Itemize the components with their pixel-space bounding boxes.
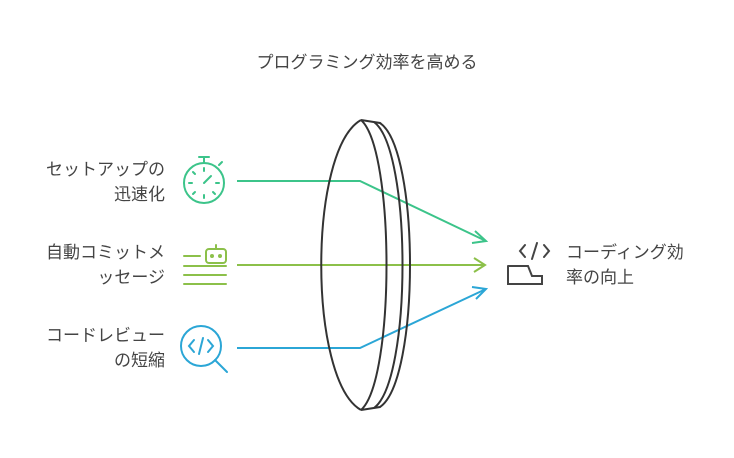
output-label-line1: コーディング効 [566, 243, 684, 263]
code-search-icon [180, 325, 228, 373]
diagram-title: プログラミング効率を高める [256, 53, 478, 73]
output-label: コーディング効 率の向上 [566, 241, 684, 291]
input-label-commit-line2: ッセージ [97, 268, 165, 288]
input-label-setup: セットアップの 迅速化 [46, 158, 165, 208]
output-label-line2: 率の向上 [566, 268, 634, 288]
input-label-review: コードレビュー の短縮 [46, 324, 165, 374]
input-label-review-line2: の短縮 [114, 351, 165, 371]
robot-list-icon [183, 244, 227, 285]
arrow-setup [237, 180, 489, 244]
code-laptop-icon [507, 242, 551, 285]
input-label-commit: 自動コミットメ ッセージ [46, 241, 165, 291]
input-label-commit-line1: 自動コミットメ [46, 243, 165, 263]
input-label-setup-line2: 迅速化 [114, 185, 165, 205]
lens-shape [320, 119, 411, 411]
input-label-setup-line1: セットアップの [46, 160, 165, 180]
arrow-commit [237, 257, 487, 273]
stopwatch-icon [183, 156, 225, 204]
input-label-review-line1: コードレビュー [46, 326, 165, 346]
arrow-review [237, 286, 489, 349]
